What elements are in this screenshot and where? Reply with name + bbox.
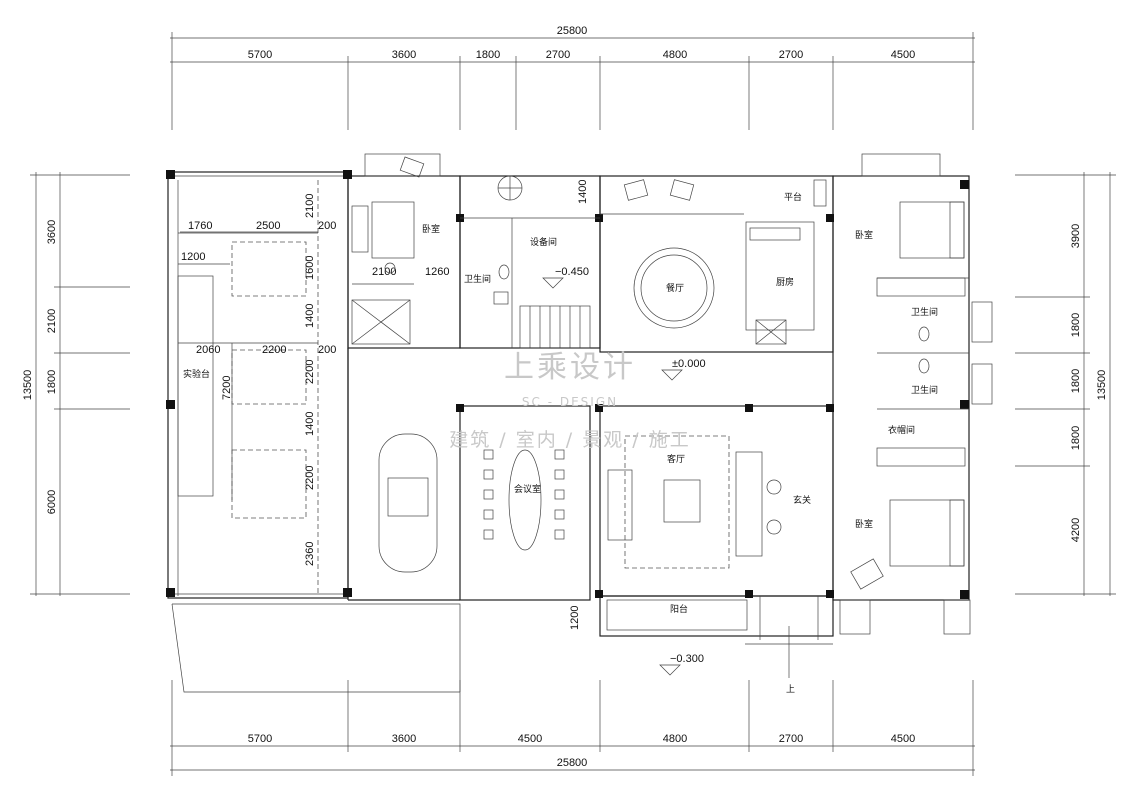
bottom-dim-2: 3600 xyxy=(392,733,416,745)
left-dim-3: 1800 xyxy=(46,370,58,394)
dim-1400c: 1400 xyxy=(577,180,589,204)
room-label-balcony: 阳台 xyxy=(670,603,688,615)
stair-flight xyxy=(519,305,591,349)
room-label-bedroom-bottom-right: 卧室 xyxy=(855,518,873,530)
car-icon xyxy=(378,433,438,573)
room-label-bathroom-right-2: 卫生间 xyxy=(911,384,938,396)
bottom-dim-6: 4500 xyxy=(891,733,915,745)
dim-1400b: 1400 xyxy=(304,412,316,436)
right-dim-1: 3900 xyxy=(1070,224,1082,248)
bottom-dim-5: 2700 xyxy=(779,733,803,745)
left-dim-2: 2100 xyxy=(46,309,58,333)
interior-dimensions: 1760 2500 2100 200 1200 1600 2100 1260 1… xyxy=(180,180,589,630)
top-dim-6: 2700 xyxy=(779,49,803,61)
level-main: ±0.000 xyxy=(672,358,706,370)
dim-200a: 200 xyxy=(318,220,336,232)
left-dim-1: 3600 xyxy=(46,220,58,244)
dim-2200c: 2200 xyxy=(304,466,316,490)
bath-equipment-block: 卫生间 设备间 −0.450 xyxy=(460,175,600,349)
level-markers: ±0.000 −0.300 xyxy=(659,358,706,676)
right-total-dim: 13500 xyxy=(1096,370,1108,401)
left-total-dim: 13500 xyxy=(22,370,34,401)
dim-2100a: 2100 xyxy=(304,194,316,218)
right-dim-5: 4200 xyxy=(1070,518,1082,542)
top-dim-1: 5700 xyxy=(248,49,272,61)
left-dimension-chain: 13500 3600 2100 1800 6000 xyxy=(22,172,130,596)
right-dim-2: 1800 xyxy=(1070,313,1082,337)
bottom-dim-4: 4800 xyxy=(663,733,687,745)
room-label-living-room: 客厅 xyxy=(667,453,685,465)
dim-7200: 7200 xyxy=(221,376,233,400)
left-dim-4: 6000 xyxy=(46,490,58,514)
bottom-dimension-chain: 5700 3600 4500 4800 2700 4500 25800 xyxy=(170,680,975,776)
dim-1260: 1260 xyxy=(425,266,449,278)
level-stair: −0.450 xyxy=(555,266,589,278)
dim-2200a: 2200 xyxy=(262,344,286,356)
bedroom-top-middle: 卧室 xyxy=(351,156,440,345)
watermark-brand-en: SC - DESIGN xyxy=(522,395,618,409)
dim-2500: 2500 xyxy=(256,220,280,232)
watermark-services: 建筑 / 室内 / 景观 / 施工 xyxy=(449,429,690,451)
dim-2360: 2360 xyxy=(304,542,316,566)
dim-1200b: 1200 xyxy=(569,606,581,630)
dim-2200b: 2200 xyxy=(304,360,316,384)
room-label-cloakroom: 衣帽间 xyxy=(888,424,915,436)
room-label-terrace: 平台 xyxy=(784,191,802,203)
dim-2060: 2060 xyxy=(196,344,220,356)
room-label-kitchen: 厨房 xyxy=(776,276,794,288)
dim-1760: 1760 xyxy=(188,220,212,232)
top-dim-4: 2700 xyxy=(546,49,570,61)
dim-2100b: 2100 xyxy=(372,266,396,278)
top-dim-3: 1800 xyxy=(476,49,500,61)
dim-1400a: 1400 xyxy=(304,304,316,328)
right-dimension-chain: 3900 1800 1800 1800 4200 13500 xyxy=(1015,172,1116,596)
watermark: 上乘设计 SC - DESIGN 建筑 / 室内 / 景观 / 施工 xyxy=(449,350,690,451)
room-label-foyer: 玄关 xyxy=(793,494,811,506)
room-label-bathroom-right-1: 卫生间 xyxy=(911,306,938,318)
kitchen: 厨房 xyxy=(745,221,815,345)
dim-1200: 1200 xyxy=(181,251,205,263)
dim-1600: 1600 xyxy=(304,256,316,280)
right-dim-3: 1800 xyxy=(1070,369,1082,393)
room-label-meeting-room: 会议室 xyxy=(514,483,541,495)
top-dim-2: 3600 xyxy=(392,49,416,61)
top-dim-7: 4500 xyxy=(891,49,915,61)
meeting-room: 会议室 xyxy=(378,433,565,573)
bottom-total-dim: 25800 xyxy=(557,757,588,769)
bottom-dim-1: 5700 xyxy=(248,733,272,745)
room-label-bedroom-top-right: 卧室 xyxy=(855,229,873,241)
training-area: 实验台 xyxy=(171,180,461,693)
room-label-bedroom-top-middle: 卧室 xyxy=(422,223,440,235)
living-room: 客厅 玄关 阳台 上 xyxy=(607,435,833,695)
right-dim-4: 1800 xyxy=(1070,426,1082,450)
room-label-dining-room: 餐厅 xyxy=(666,282,684,294)
outer-walls xyxy=(167,153,993,637)
entry-steps-hatch xyxy=(171,603,461,693)
level-entry: −0.300 xyxy=(670,653,704,665)
watermark-brand: 上乘设计 xyxy=(504,350,636,385)
room-label-bathroom-middle: 卫生间 xyxy=(464,273,491,285)
room-label-equipment-room: 设备间 xyxy=(530,236,557,248)
room-label-training-platform: 实验台 xyxy=(183,368,210,380)
dim-200b: 200 xyxy=(318,344,336,356)
up-label: 上 xyxy=(786,684,795,695)
right-block: 卧室 卫生间 卫生间 衣帽间 卧室 xyxy=(850,201,969,590)
top-total-dim: 25800 xyxy=(557,25,588,37)
dining-room: 餐厅 平台 xyxy=(600,179,827,329)
bottom-dim-3: 4500 xyxy=(518,733,542,745)
top-dimension-chain: 25800 5700 3600 1800 2700 4800 2700 4500 xyxy=(170,25,975,130)
top-dim-5: 4800 xyxy=(663,49,687,61)
